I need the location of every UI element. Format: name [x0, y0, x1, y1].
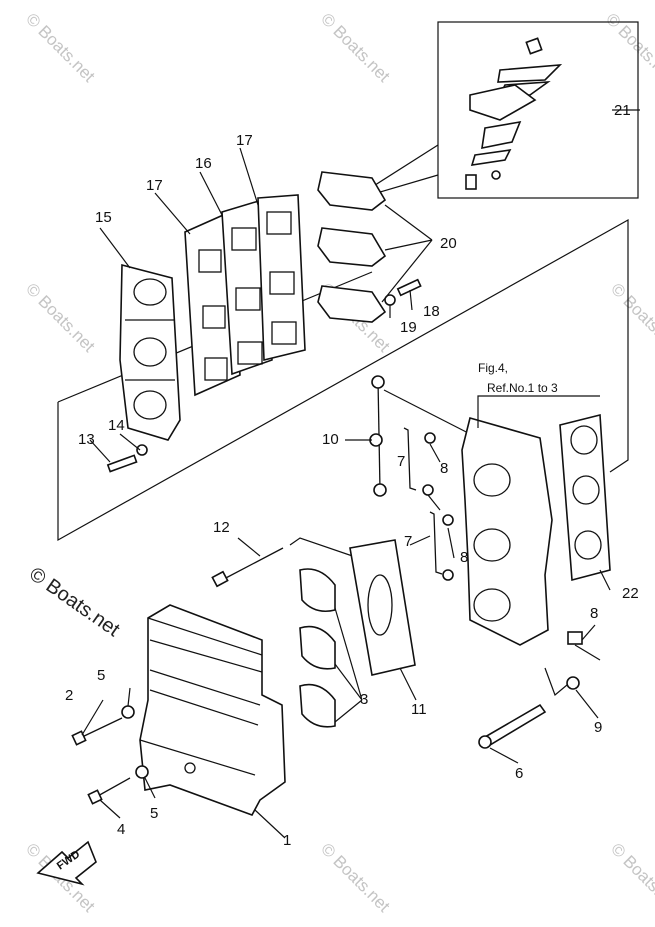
watermark: © Boats.net: [22, 279, 99, 356]
watermark-main: © Boats.net: [25, 563, 124, 641]
parts-18-19-screw-washer: [384, 278, 422, 306]
callout-18: 18: [423, 303, 440, 320]
callout-7-upper: 7: [397, 453, 405, 470]
watermark: © Boats.net: [22, 9, 99, 86]
part-11-manifold: [119, 263, 181, 441]
carburetor-assembly: [422, 417, 553, 646]
watermark: © Boats.net: [607, 279, 655, 356]
part-3-seals: [299, 568, 363, 728]
callout-13: 12: [213, 519, 230, 536]
callout-8-middle: 8: [460, 549, 468, 566]
callout-17-right: 17: [236, 132, 253, 149]
reed-valve-inset: [371, 21, 640, 199]
callout-9: 10: [322, 431, 339, 448]
callout-7-lower: 7: [404, 533, 412, 550]
callout-11: 15: [95, 209, 112, 226]
callout-15: 14: [108, 417, 125, 434]
callout-14: 13: [78, 431, 95, 448]
callout-labels: 15 17 16 17 21 20 18 19 13 14 10 7 8 12 …: [65, 102, 639, 849]
callout-1: 1: [283, 832, 291, 849]
part-17-gasket-right: [257, 194, 306, 362]
callout-12: 11: [411, 701, 427, 718]
leader-lines: [81, 147, 611, 839]
callout-16: 16: [195, 155, 212, 172]
callout-5-upper: 5: [97, 667, 105, 684]
callout-8-upper: 8: [440, 460, 448, 477]
callout-10: 9: [594, 719, 602, 736]
part-1-silencer: [139, 604, 286, 816]
parts-6-10-drain: [478, 631, 601, 749]
part-13-bolt: [211, 537, 371, 588]
callout-20: 20: [440, 235, 457, 252]
callout-19: 19: [400, 319, 417, 336]
part-20-reed-blocks: [317, 171, 433, 323]
reference-note: Fig.4, Ref.No.1 to 3: [477, 361, 600, 428]
part-9-link-rod: [345, 375, 479, 497]
callout-5-lower: 5: [150, 805, 158, 822]
parts-14-15-bolt-washer: [106, 444, 148, 473]
part-22-gasket: [559, 413, 611, 582]
callout-8-lower: 8: [590, 605, 598, 622]
callout-22: 22: [622, 585, 639, 602]
watermark: © Boats.net: [602, 9, 655, 86]
note-line-2: Ref.No.1 to 3: [487, 381, 558, 395]
callout-4: 4: [117, 821, 125, 838]
callout-17-left: 17: [146, 177, 163, 194]
callout-21: 21: [614, 102, 631, 119]
part-7-rods: [403, 427, 443, 575]
callout-2: 2: [65, 687, 73, 704]
fwd-arrow-icon: FWD: [36, 840, 97, 886]
part-12-gasket: [349, 539, 416, 676]
parts-2-4-5-bolts: [71, 705, 149, 805]
watermark: © Boats.net: [317, 839, 394, 916]
note-line-1: Fig.4,: [478, 361, 508, 375]
watermark: © Boats.net: [607, 839, 655, 916]
watermark: © Boats.net: [317, 9, 394, 86]
callout-3: 3: [360, 691, 368, 708]
callout-6: 6: [515, 765, 523, 782]
